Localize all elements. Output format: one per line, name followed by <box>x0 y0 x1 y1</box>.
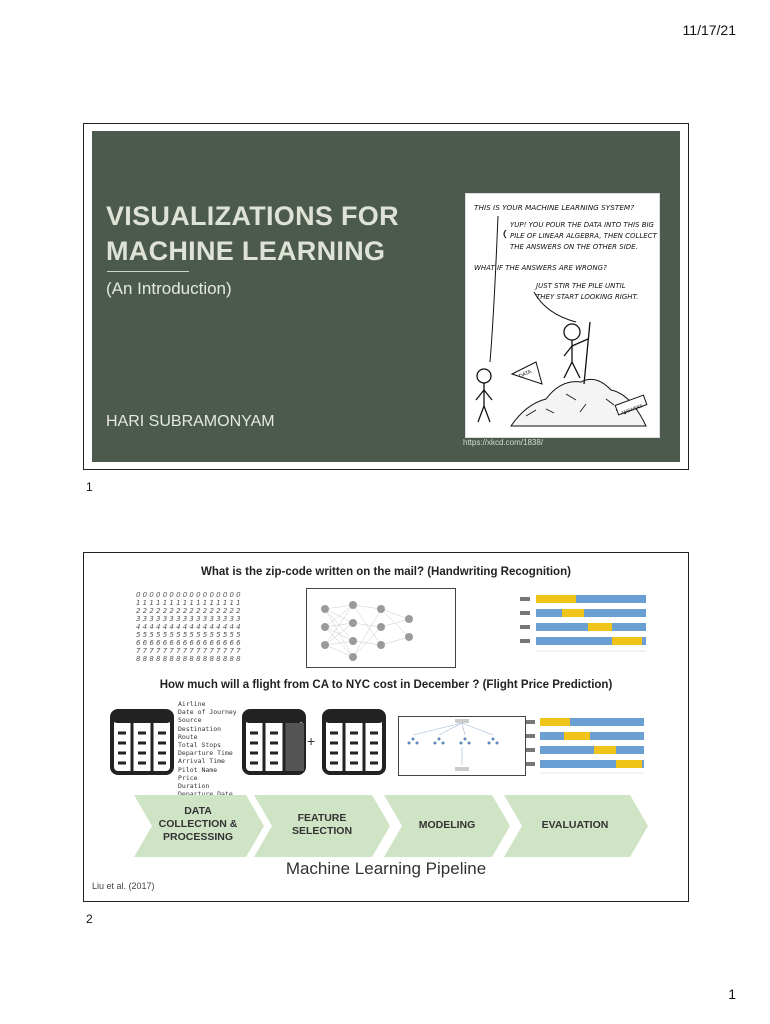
data-funnel: DATA <box>512 362 542 384</box>
slide-1: VISUALIZATIONS FOR MACHINE LEARNING (An … <box>83 123 689 470</box>
feature-item: Duration <box>178 782 237 790</box>
feature-list: Airline Date of Journey Source Destinati… <box>178 700 237 798</box>
citation: Liu et al. (2017) <box>92 881 155 891</box>
feature-item: Arrival Time <box>178 757 237 765</box>
comic-text-5: WHAT IF THE ANSWERS ARE WRONG? <box>474 264 607 272</box>
comic-text-3: PILE OF LINEAR ALGEBRA, THEN COLLECT <box>510 232 658 240</box>
feature-item: Airline <box>178 700 237 708</box>
question-flight-price: How much will a flight from CA to NYC co… <box>84 679 688 691</box>
pipeline-arrows: DATA COLLECTION & PROCESSING FEATURE SEL… <box>134 795 650 857</box>
comic-text-6: JUST STIR THE PILE UNTIL <box>534 282 626 290</box>
slide-1-title: VISUALIZATIONS FOR MACHINE LEARNING <box>106 199 436 269</box>
svg-text:4 4 4 4 4 4 4 4 4 4 4 4 4 4 4: 4 4 4 4 4 4 4 4 4 4 4 4 4 4 4 4 <box>136 623 241 631</box>
evaluation-bars-1 <box>518 593 658 655</box>
slide-1-author: HARI SUBRAMONYAM <box>106 413 275 431</box>
feature-item: Price <box>178 774 237 782</box>
page-number: 1 <box>728 986 736 1002</box>
feature-item: Departure Time <box>178 749 237 757</box>
slide-1-background: VISUALIZATIONS FOR MACHINE LEARNING (An … <box>92 131 680 462</box>
plus-icon: + <box>307 733 315 749</box>
feature-item: Pilot Name <box>178 766 237 774</box>
svg-text:5 5 5 5 5 5 5 5 5 5 5 5 5 5 5: 5 5 5 5 5 5 5 5 5 5 5 5 5 5 5 5 <box>136 631 241 639</box>
comic-text-4: THE ANSWERS ON THE OTHER SIDE. <box>510 243 638 251</box>
stage-1-line-3: PROCESSING <box>148 831 248 844</box>
svg-text:2 2 2 2 2 2 2 2 2 2 2 2 2 2 2: 2 2 2 2 2 2 2 2 2 2 2 2 2 2 2 2 <box>136 607 241 615</box>
comic-credit[interactable]: https://xkcd.com/1838/ <box>463 438 543 447</box>
evaluation-bars-2 <box>524 716 658 776</box>
decision-tree-diagram <box>398 716 526 776</box>
stage-modeling: MODELING <box>402 819 492 832</box>
svg-text:6 6 6 6 6 6 6 6 6 6 6 6 6 6 6: 6 6 6 6 6 6 6 6 6 6 6 6 6 6 6 6 <box>136 639 241 647</box>
table-icon-3 <box>322 709 386 775</box>
stage-1-line-1: DATA <box>148 805 248 818</box>
slide-2-number: 2 <box>86 912 93 926</box>
question-handwriting: What is the zip-code written on the mail… <box>84 566 688 578</box>
pipeline-title: Machine Learning Pipeline <box>84 859 688 879</box>
stick-figure-left <box>476 369 492 422</box>
stage-feature-selection: FEATURE SELECTION <box>274 812 370 838</box>
svg-text:1 1 1 1 1 1 1 1 1 1 1 1 1 1 1: 1 1 1 1 1 1 1 1 1 1 1 1 1 1 1 1 <box>136 599 241 607</box>
svg-text:8 8 8 8 8 8 8 8 8 8 8 8 8 8 8: 8 8 8 8 8 8 8 8 8 8 8 8 8 8 8 8 <box>136 655 241 663</box>
slide-1-subtitle: (An Introduction) <box>106 279 232 299</box>
feature-item: Total Stops <box>178 741 237 749</box>
svg-text:0 0 0 0 0 0 0 0 0 0 0 0 0 0 0: 0 0 0 0 0 0 0 0 0 0 0 0 0 0 0 0 <box>136 591 241 599</box>
title-line-2: MACHINE LEARNING <box>106 234 436 269</box>
header-date: 11/17/21 <box>683 22 736 38</box>
title-divider <box>107 271 189 272</box>
comic-text-7: THEY START LOOKING RIGHT. <box>536 293 638 301</box>
stage-2-line-1: FEATURE <box>274 812 370 825</box>
feature-item: Source <box>178 716 237 724</box>
mnist-digit-grid: 0 0 0 0 0 0 0 0 0 0 0 0 0 0 0 0 1 1 1 1 … <box>134 589 262 665</box>
stick-figure-right <box>564 322 590 384</box>
stage-data-collection: DATA COLLECTION & PROCESSING <box>148 805 248 844</box>
comic-text-1: THIS IS YOUR MACHINE LEARNING SYSTEM? <box>474 203 634 212</box>
neural-network-diagram <box>306 588 456 668</box>
comic-text-2: YUP! YOU POUR THE DATA INTO THIS BIG <box>510 221 655 229</box>
feature-item: Date of Journey <box>178 708 237 716</box>
slide-2: What is the zip-code written on the mail… <box>83 552 689 902</box>
stage-evaluation: EVALUATION <box>522 819 628 832</box>
svg-text:3 3 3 3 3 3 3 3 3 3 3 3 3 3 3: 3 3 3 3 3 3 3 3 3 3 3 3 3 3 3 3 <box>136 615 241 623</box>
feature-item: Destination <box>178 725 237 733</box>
stage-1-line-2: COLLECTION & <box>148 818 248 831</box>
title-line-1: VISUALIZATIONS FOR <box>106 199 436 234</box>
slide-1-number: 1 <box>86 480 93 494</box>
table-icon-2 <box>242 709 306 775</box>
svg-text:7 7 7 7 7 7 7 7 7 7 7 7 7 7 7: 7 7 7 7 7 7 7 7 7 7 7 7 7 7 7 7 <box>136 647 241 655</box>
stage-2-line-2: SELECTION <box>274 825 370 838</box>
xkcd-comic: THIS IS YOUR MACHINE LEARNING SYSTEM? YU… <box>465 193 660 438</box>
table-icon-1 <box>110 709 174 775</box>
feature-item: Route <box>178 733 237 741</box>
